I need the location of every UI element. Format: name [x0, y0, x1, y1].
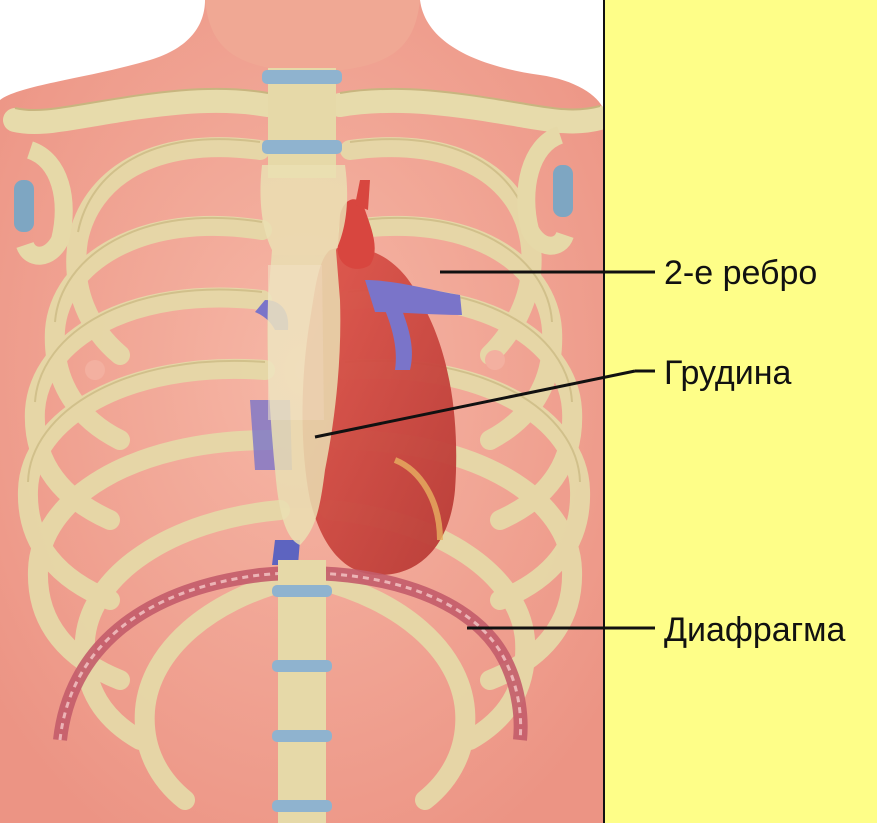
- label-sternum: Грудина: [664, 354, 792, 392]
- label-diaphragm: Диафрагма: [664, 611, 845, 649]
- label-rib2: 2-е ребро: [664, 254, 817, 292]
- spine-upper: [262, 68, 342, 178]
- illustration: [0, 0, 604, 823]
- spine-lower: [272, 560, 332, 823]
- label-panel: [604, 0, 877, 823]
